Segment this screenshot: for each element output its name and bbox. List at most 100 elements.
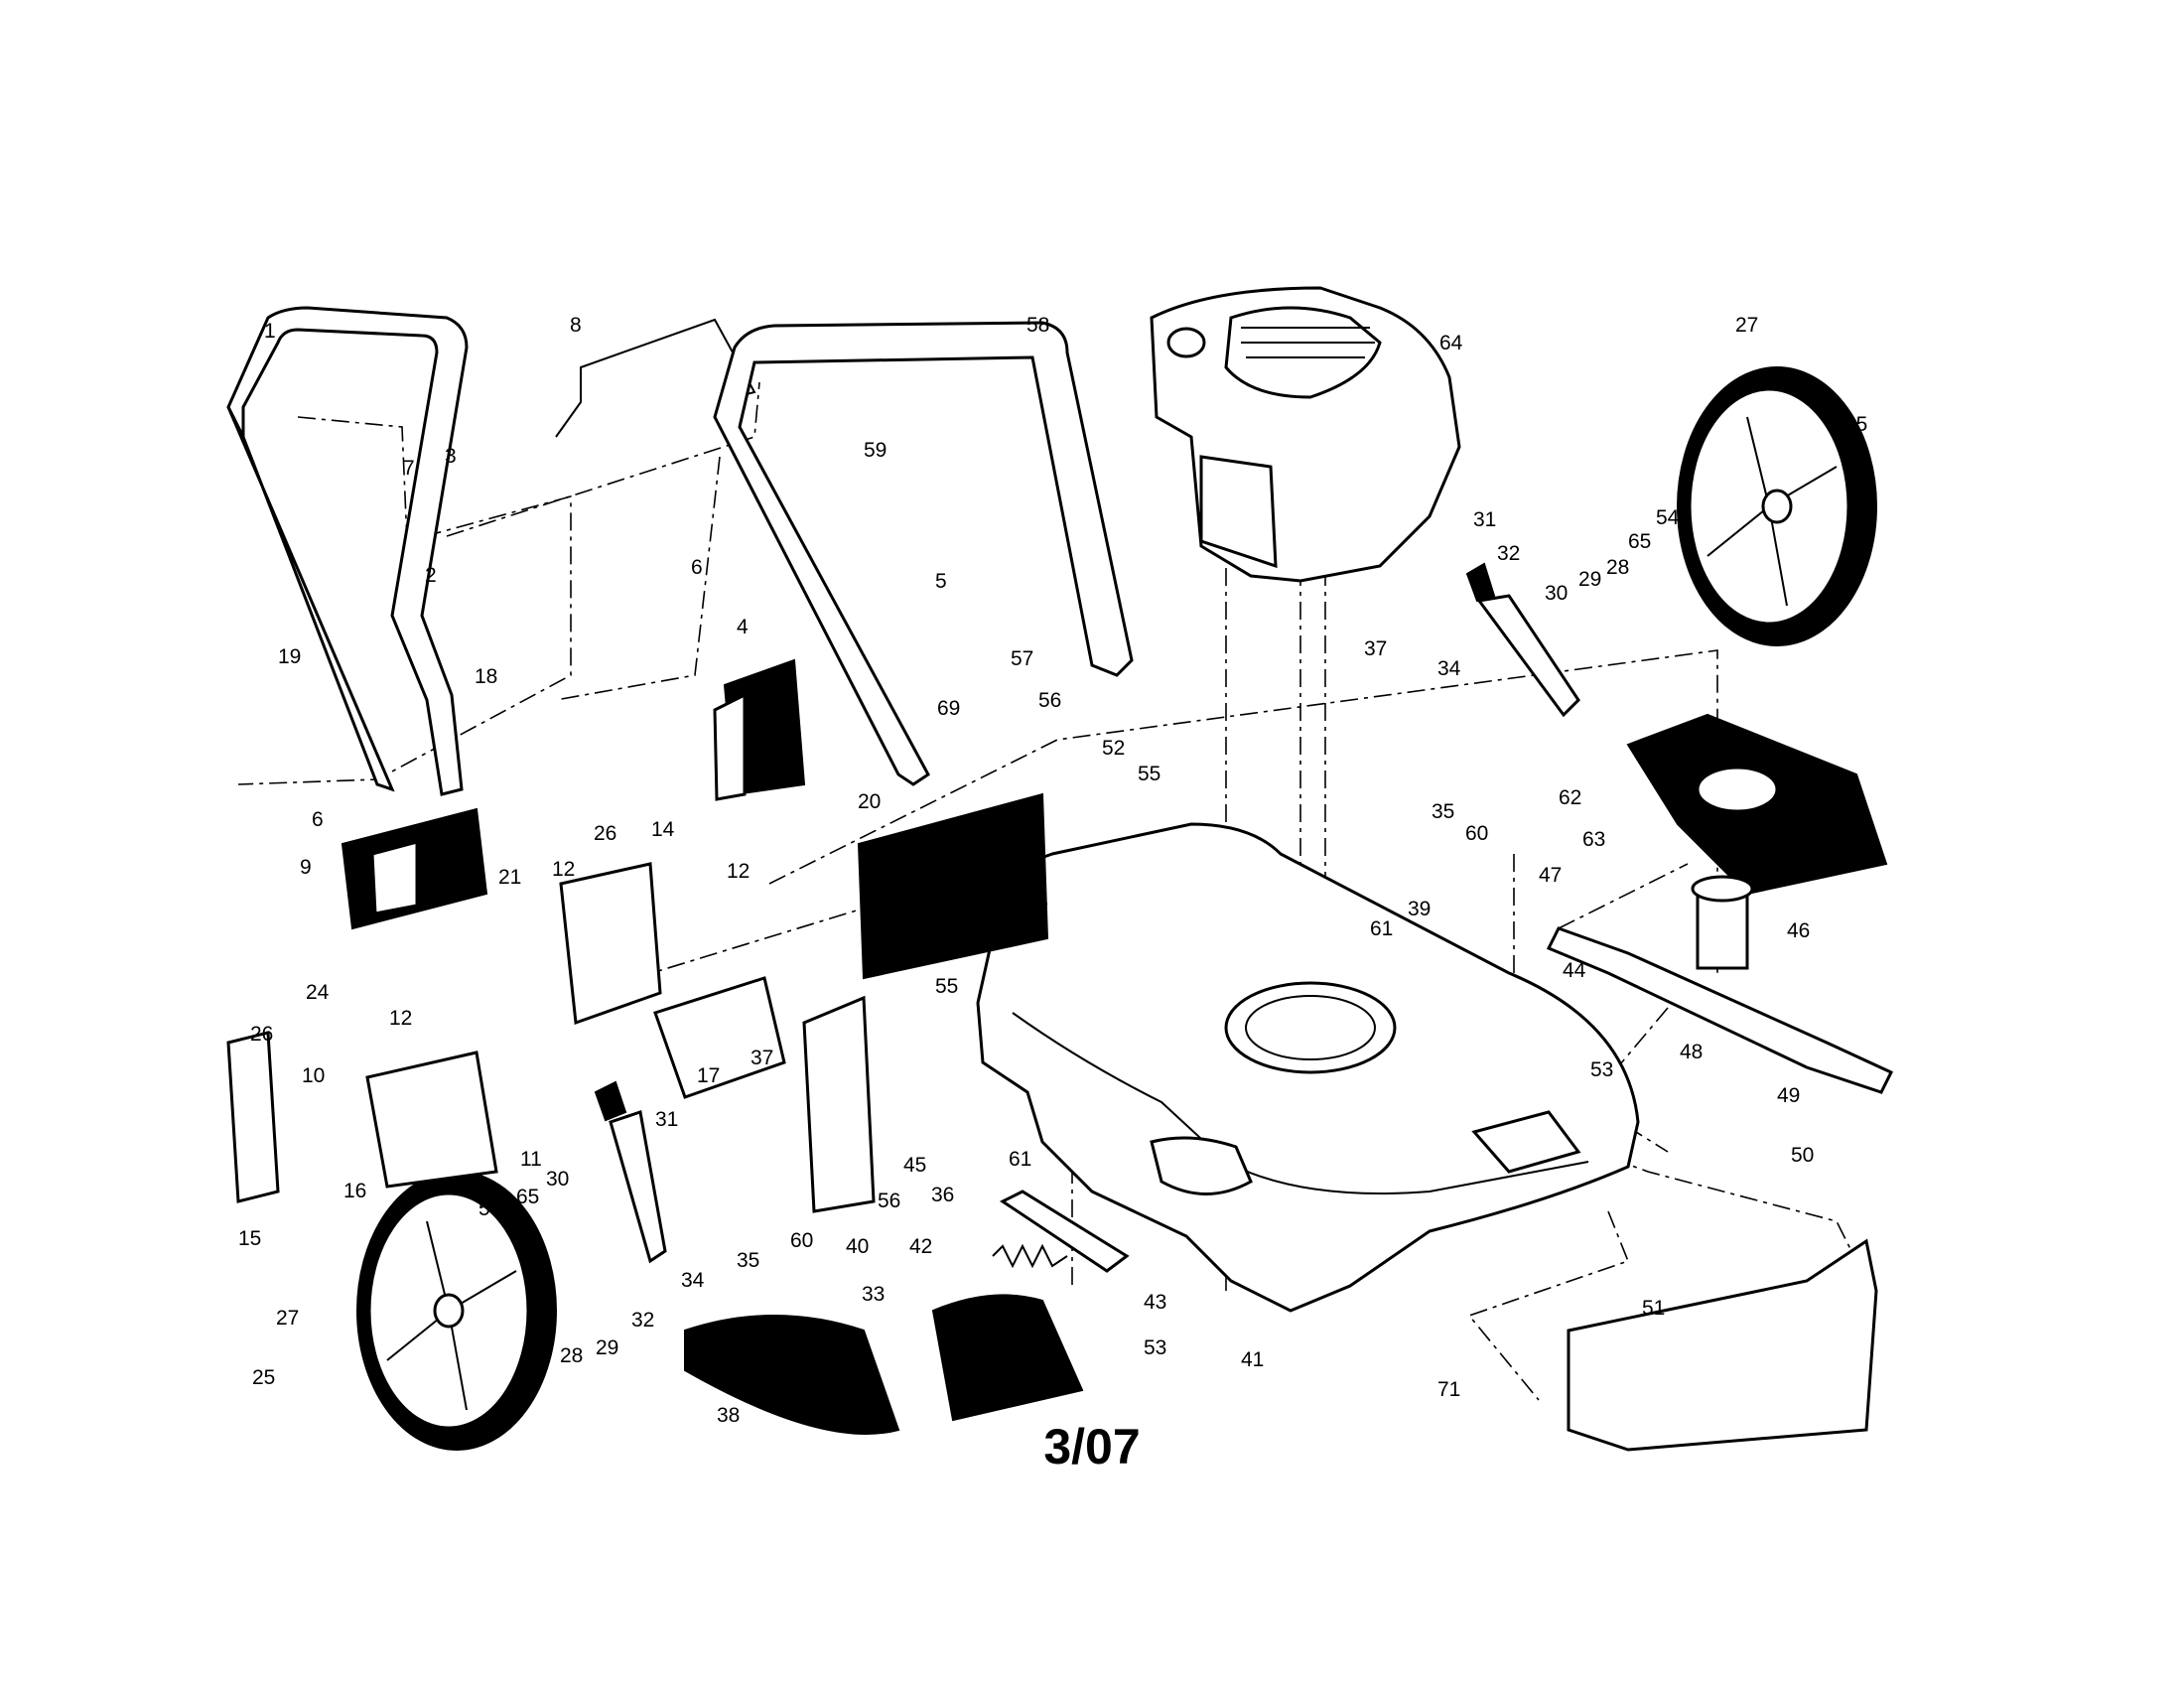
rear-door [713,658,806,801]
callout-31: 31 [1473,508,1496,531]
callout-54: 54 [1656,506,1680,529]
callout-37: 37 [751,1047,773,1069]
callout-61: 61 [1370,917,1393,940]
callout-18: 18 [475,665,497,688]
callout-24: 24 [306,981,330,1004]
callout-35: 35 [1432,800,1454,823]
callout-20: 20 [858,790,881,813]
callout-30: 30 [1545,582,1568,605]
callout-4: 4 [737,616,749,638]
height-lever-left [594,1080,667,1264]
callout-25: 25 [252,1366,275,1389]
callout-16: 16 [343,1180,366,1202]
axle-spring [992,1243,1068,1269]
callout-35: 35 [737,1249,759,1272]
callout-53: 53 [1590,1058,1613,1081]
callout-38: 38 [717,1404,740,1427]
callout-47: 47 [1539,864,1562,887]
callout-50: 50 [1791,1144,1814,1167]
callout-57: 57 [1011,647,1033,670]
callout-52: 52 [1102,737,1125,760]
callout-65: 65 [1628,530,1651,553]
callout-54: 54 [478,1197,502,1220]
rear-axle [1000,1190,1130,1273]
callout-25: 25 [1844,413,1867,436]
callout-71: 71 [1437,1378,1460,1401]
callout-8: 8 [570,314,582,337]
callout-60: 60 [1465,822,1488,845]
callout-28: 28 [1606,556,1629,579]
rear-hinge-left [341,807,488,930]
callout-41: 41 [1241,1348,1264,1371]
callout-7: 7 [403,457,415,480]
callout-12: 12 [389,1007,412,1030]
callout-56: 56 [1038,689,1061,712]
discharge-baffle [1626,713,1888,896]
callout-6: 6 [691,556,703,579]
upper-handle [226,306,469,796]
callout-14: 14 [651,818,675,841]
callout-45: 45 [903,1154,926,1177]
rear-skirt [559,862,662,1026]
callout-51: 51 [1642,1297,1665,1320]
callout-49: 49 [1777,1084,1800,1107]
axle-bracket [802,995,876,1213]
callout-3: 3 [445,445,457,468]
callout-55: 55 [1138,763,1160,785]
callout-44: 44 [1563,959,1586,982]
callout-33: 33 [862,1283,885,1306]
callout-15: 15 [238,1227,261,1250]
callout-46: 46 [1787,919,1810,942]
callout-12: 12 [727,860,750,883]
callout-19: 19 [278,645,301,668]
callout-61: 61 [1009,1148,1031,1171]
callout-29: 29 [1578,568,1601,591]
control-bar [555,318,756,438]
callout-11: 11 [520,1148,542,1171]
mower-deck [976,822,1640,1313]
callout-28: 28 [560,1344,583,1367]
callout-30: 30 [546,1168,569,1191]
side-discharge-chute-left [684,1315,900,1435]
callout-34: 34 [1437,657,1461,680]
callout-64: 64 [1439,332,1463,354]
callout-32: 32 [1497,542,1520,565]
callout-26: 26 [594,822,616,845]
callout-62: 62 [1559,786,1581,809]
callout-60: 60 [790,1229,813,1252]
front-wheel-left [356,1171,557,1451]
callout-36: 36 [931,1184,954,1206]
engine [1150,286,1461,583]
callout-39: 39 [1408,898,1431,920]
callout-1: 1 [264,320,276,343]
callout-63: 63 [1582,828,1605,851]
callout-17: 17 [697,1064,720,1087]
callout-9: 9 [300,856,312,879]
callout-40: 40 [846,1235,869,1258]
callout-32: 32 [631,1309,654,1332]
callout-34: 34 [681,1269,705,1292]
callout-12: 12 [552,858,575,881]
side-bracket-left [226,1031,280,1203]
callout-21: 21 [498,866,521,889]
callout-27: 27 [1735,314,1758,337]
rear-hinge-rod [857,792,1049,980]
blade [1546,926,1894,1094]
callout-5: 5 [935,570,947,593]
mulch-baffle [1567,1238,1878,1452]
callout-43: 43 [1144,1291,1166,1314]
blade-adapter [1691,875,1754,970]
callout-56: 56 [878,1190,900,1212]
callout-37: 37 [1364,637,1387,660]
page-date-code: 3/07 [1043,1419,1141,1474]
callout-65: 65 [516,1186,539,1208]
height-adjuster-left [365,1051,498,1189]
callout-2: 2 [425,564,437,587]
callout-27: 27 [276,1307,299,1330]
rear-wheel-right [1677,366,1877,646]
callout-labels: 1 8 58 64 27 25 7 3 59 31 32 54 65 2 5 6… [238,314,1867,1427]
side-discharge-chute-right [931,1294,1084,1422]
callout-29: 29 [596,1336,618,1359]
height-lever-right [1465,562,1580,718]
